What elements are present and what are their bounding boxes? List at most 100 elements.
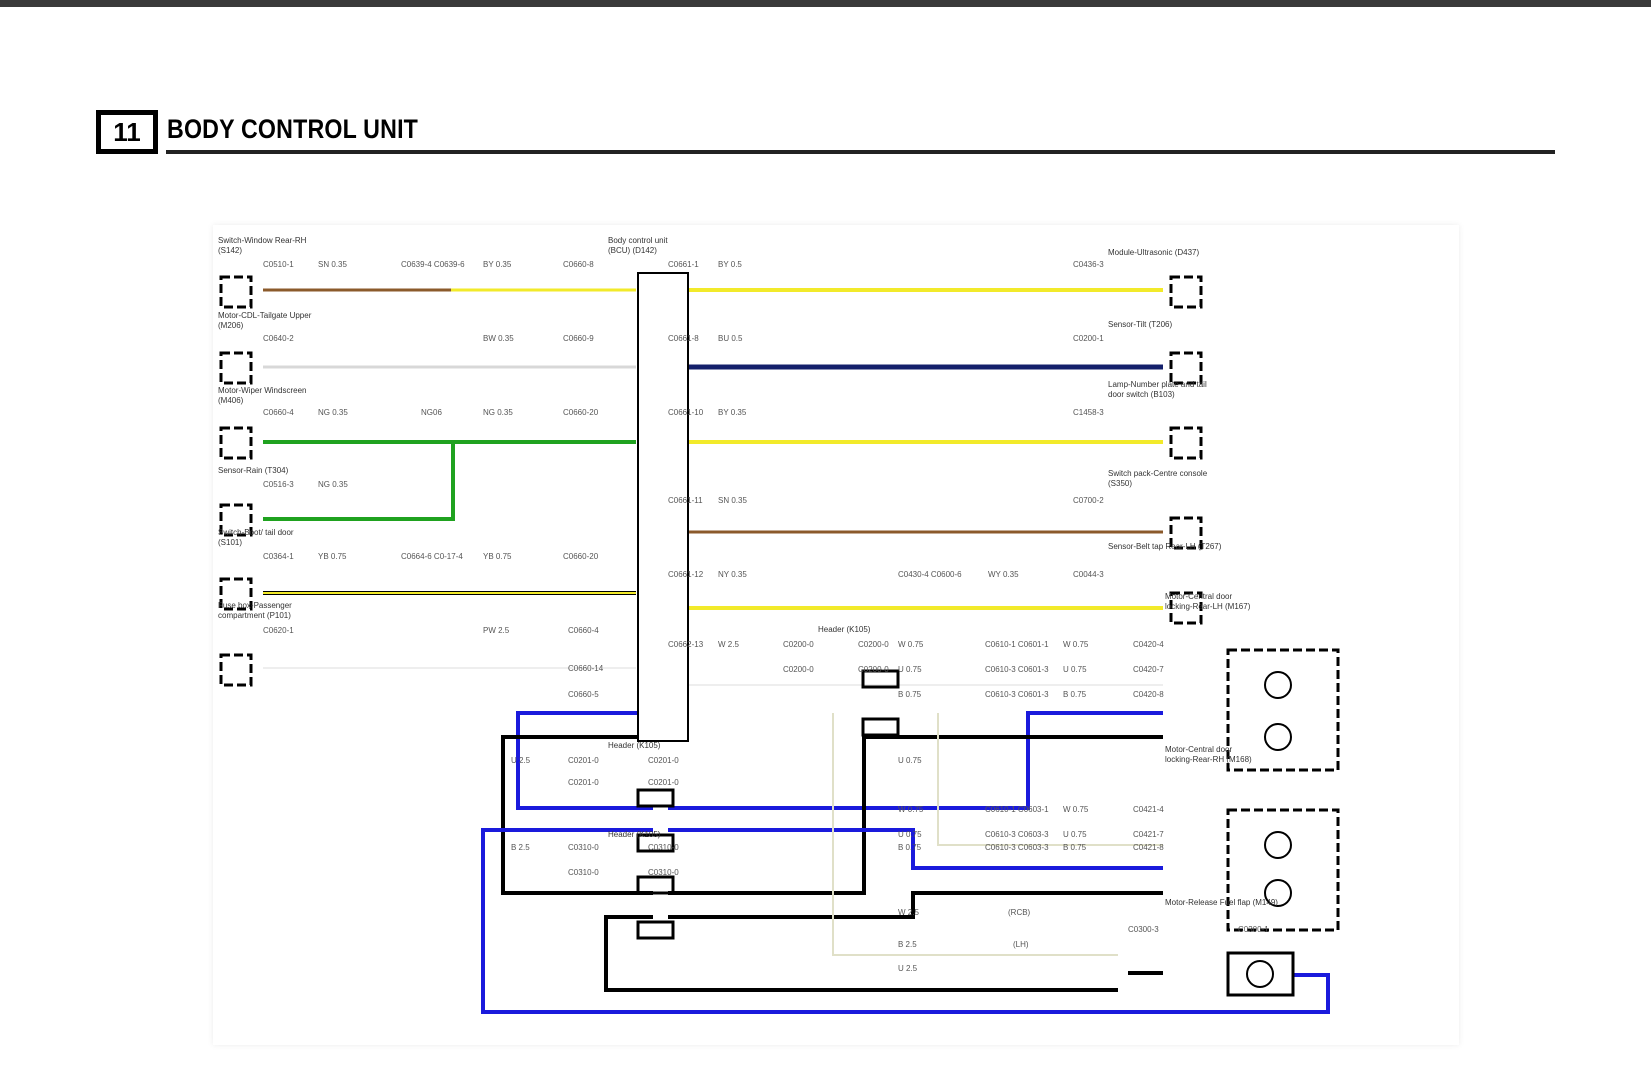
- wire-label: C0201-0: [648, 778, 679, 787]
- section-rule: [166, 150, 1555, 154]
- wire-label: C0310-0: [648, 868, 679, 877]
- wire-label: (RCB): [1008, 908, 1031, 917]
- wire-label: C0364-1: [263, 552, 294, 561]
- bcu-box: [637, 272, 689, 742]
- wire-label: C0661-12: [668, 570, 704, 579]
- section-number: 11: [113, 116, 141, 147]
- wire-label: SN 0.35: [718, 496, 747, 505]
- connector-left-3: [219, 426, 253, 460]
- wire-b-4: [668, 891, 1163, 919]
- wire-label: C0516-3: [263, 480, 294, 489]
- wire-label: C0700-2: [1073, 496, 1104, 505]
- wire-label: C0661-11: [668, 496, 703, 505]
- section-title: BODY CONTROL UNIT: [167, 114, 419, 144]
- connector-right-1: [1169, 275, 1203, 309]
- wire-label: NY 0.35: [718, 570, 747, 579]
- wire-b-2: [668, 735, 1163, 895]
- wire-label: W 2.5: [898, 908, 919, 917]
- wire-label: C0610-1 C0601-1: [985, 640, 1049, 649]
- wire-label: C0421-4: [1133, 805, 1164, 814]
- wire-label: C0421-8: [1133, 843, 1164, 852]
- connector-left-6: [219, 653, 253, 687]
- motor-icon-1: [1264, 671, 1292, 699]
- wire-w-3: [937, 713, 1163, 846]
- component-label-right: Switch pack-Centre console(S350): [1108, 469, 1208, 488]
- wire-label: C0660-8: [563, 260, 594, 269]
- wire-label: SN 0.35: [318, 260, 347, 269]
- wire-label: W 0.75: [898, 640, 924, 649]
- connector-left-4: [219, 503, 253, 537]
- wire-label: YB 0.75: [318, 552, 347, 561]
- connector-right-2: [1169, 351, 1203, 385]
- wire-label: WY 0.35: [988, 570, 1019, 579]
- wire-label: (LH): [1013, 940, 1029, 949]
- header-label: Header (K105): [608, 830, 661, 839]
- wire-label: C0660-20: [563, 408, 599, 417]
- wire-label: C0640-2: [263, 334, 294, 343]
- wire-label: C0436-3: [1073, 260, 1104, 269]
- motor-icon-3: [1264, 831, 1292, 859]
- wire-label: C0620-1: [263, 626, 294, 635]
- header-label: Header (K105): [608, 741, 661, 750]
- component-label-left: Motor-CDL-Tailgate Upper(M206): [218, 311, 312, 330]
- wire-label: C0201-0: [568, 756, 599, 765]
- motor-icon-4: [1264, 879, 1292, 907]
- wire-label: C0661-1: [668, 260, 699, 269]
- wire-label: PW 2.5: [483, 626, 510, 635]
- wire-label: U 0.75: [898, 830, 922, 839]
- connector-left-1: [219, 275, 253, 309]
- wire-label: C0200-0: [858, 640, 889, 649]
- wire-label: C0662-13: [668, 640, 704, 649]
- header-label: Header (K105): [818, 625, 871, 634]
- wire-label: BU 0.5: [718, 334, 743, 343]
- wire-label: C1458-3: [1073, 408, 1104, 417]
- header-connector-2b: [636, 833, 675, 853]
- wire-label: C0300-3: [1128, 925, 1159, 934]
- wire-label: C0610-3 C0603-3: [985, 830, 1049, 839]
- wire-label: YB 0.75: [483, 552, 512, 561]
- wire-label: NG 0.35: [318, 480, 348, 489]
- wire-label: C0664-6 C0-17-4: [401, 552, 463, 561]
- wire-label: BY 0.35: [483, 260, 512, 269]
- bcu-label: Body control unit(BCU) (D142): [608, 236, 668, 255]
- wire-label: BY 0.5: [718, 260, 742, 269]
- wire-b-1: [501, 735, 653, 895]
- wire-label: C0200-0: [783, 665, 814, 674]
- wire-label: C0660-5: [568, 690, 599, 699]
- wire-label: U 2.5: [511, 756, 531, 765]
- wire-label: U 0.75: [1063, 830, 1087, 839]
- wire-label: B 2.5: [511, 843, 530, 852]
- section-number-box: 11: [96, 110, 158, 154]
- wire-label: C0310-0: [568, 843, 599, 852]
- connector-right-5: [1169, 591, 1203, 625]
- wire-label: B 2.5: [898, 940, 917, 949]
- top-bar: [0, 0, 1651, 7]
- wire-label: B 0.75: [1063, 843, 1087, 852]
- header-connector-1a: [861, 669, 900, 689]
- component-label-right: Sensor-Tilt (T206): [1108, 320, 1173, 329]
- component-label-right: Motor-Release Fuel flap (M149): [1165, 898, 1278, 907]
- wire-label: C0660-9: [563, 334, 594, 343]
- component-label-right: Module-Ultrasonic (D437): [1108, 248, 1199, 257]
- wire-label: C0430-4 C0600-6: [898, 570, 962, 579]
- wire-label: C0610-3 C0601-3: [985, 665, 1049, 674]
- wire-label: W 0.75: [898, 805, 924, 814]
- wire-label: C0420-4: [1133, 640, 1164, 649]
- wire-b-3: [604, 915, 1118, 992]
- connector-left-2: [219, 351, 253, 385]
- wire-label: U 2.5: [898, 964, 918, 973]
- wire-label: C0420-7: [1133, 665, 1164, 674]
- wire-label: C0661-10: [668, 408, 704, 417]
- wire-label: B 0.75: [1063, 690, 1087, 699]
- wire-label: NG 0.35: [318, 408, 348, 417]
- connector-right-3: [1169, 426, 1203, 460]
- wire-label: B 0.75: [898, 843, 922, 852]
- header-connector-1b: [861, 717, 900, 737]
- wire-label: C0421-7: [1133, 830, 1164, 839]
- wire-label: C0310-0: [648, 843, 679, 852]
- wire-label: C0510-1: [263, 260, 294, 269]
- wire-label: C0660-4: [568, 626, 599, 635]
- component-label-left: Switch-Boot/ tail door(S101): [218, 528, 294, 547]
- wire-label: B 0.75: [898, 690, 922, 699]
